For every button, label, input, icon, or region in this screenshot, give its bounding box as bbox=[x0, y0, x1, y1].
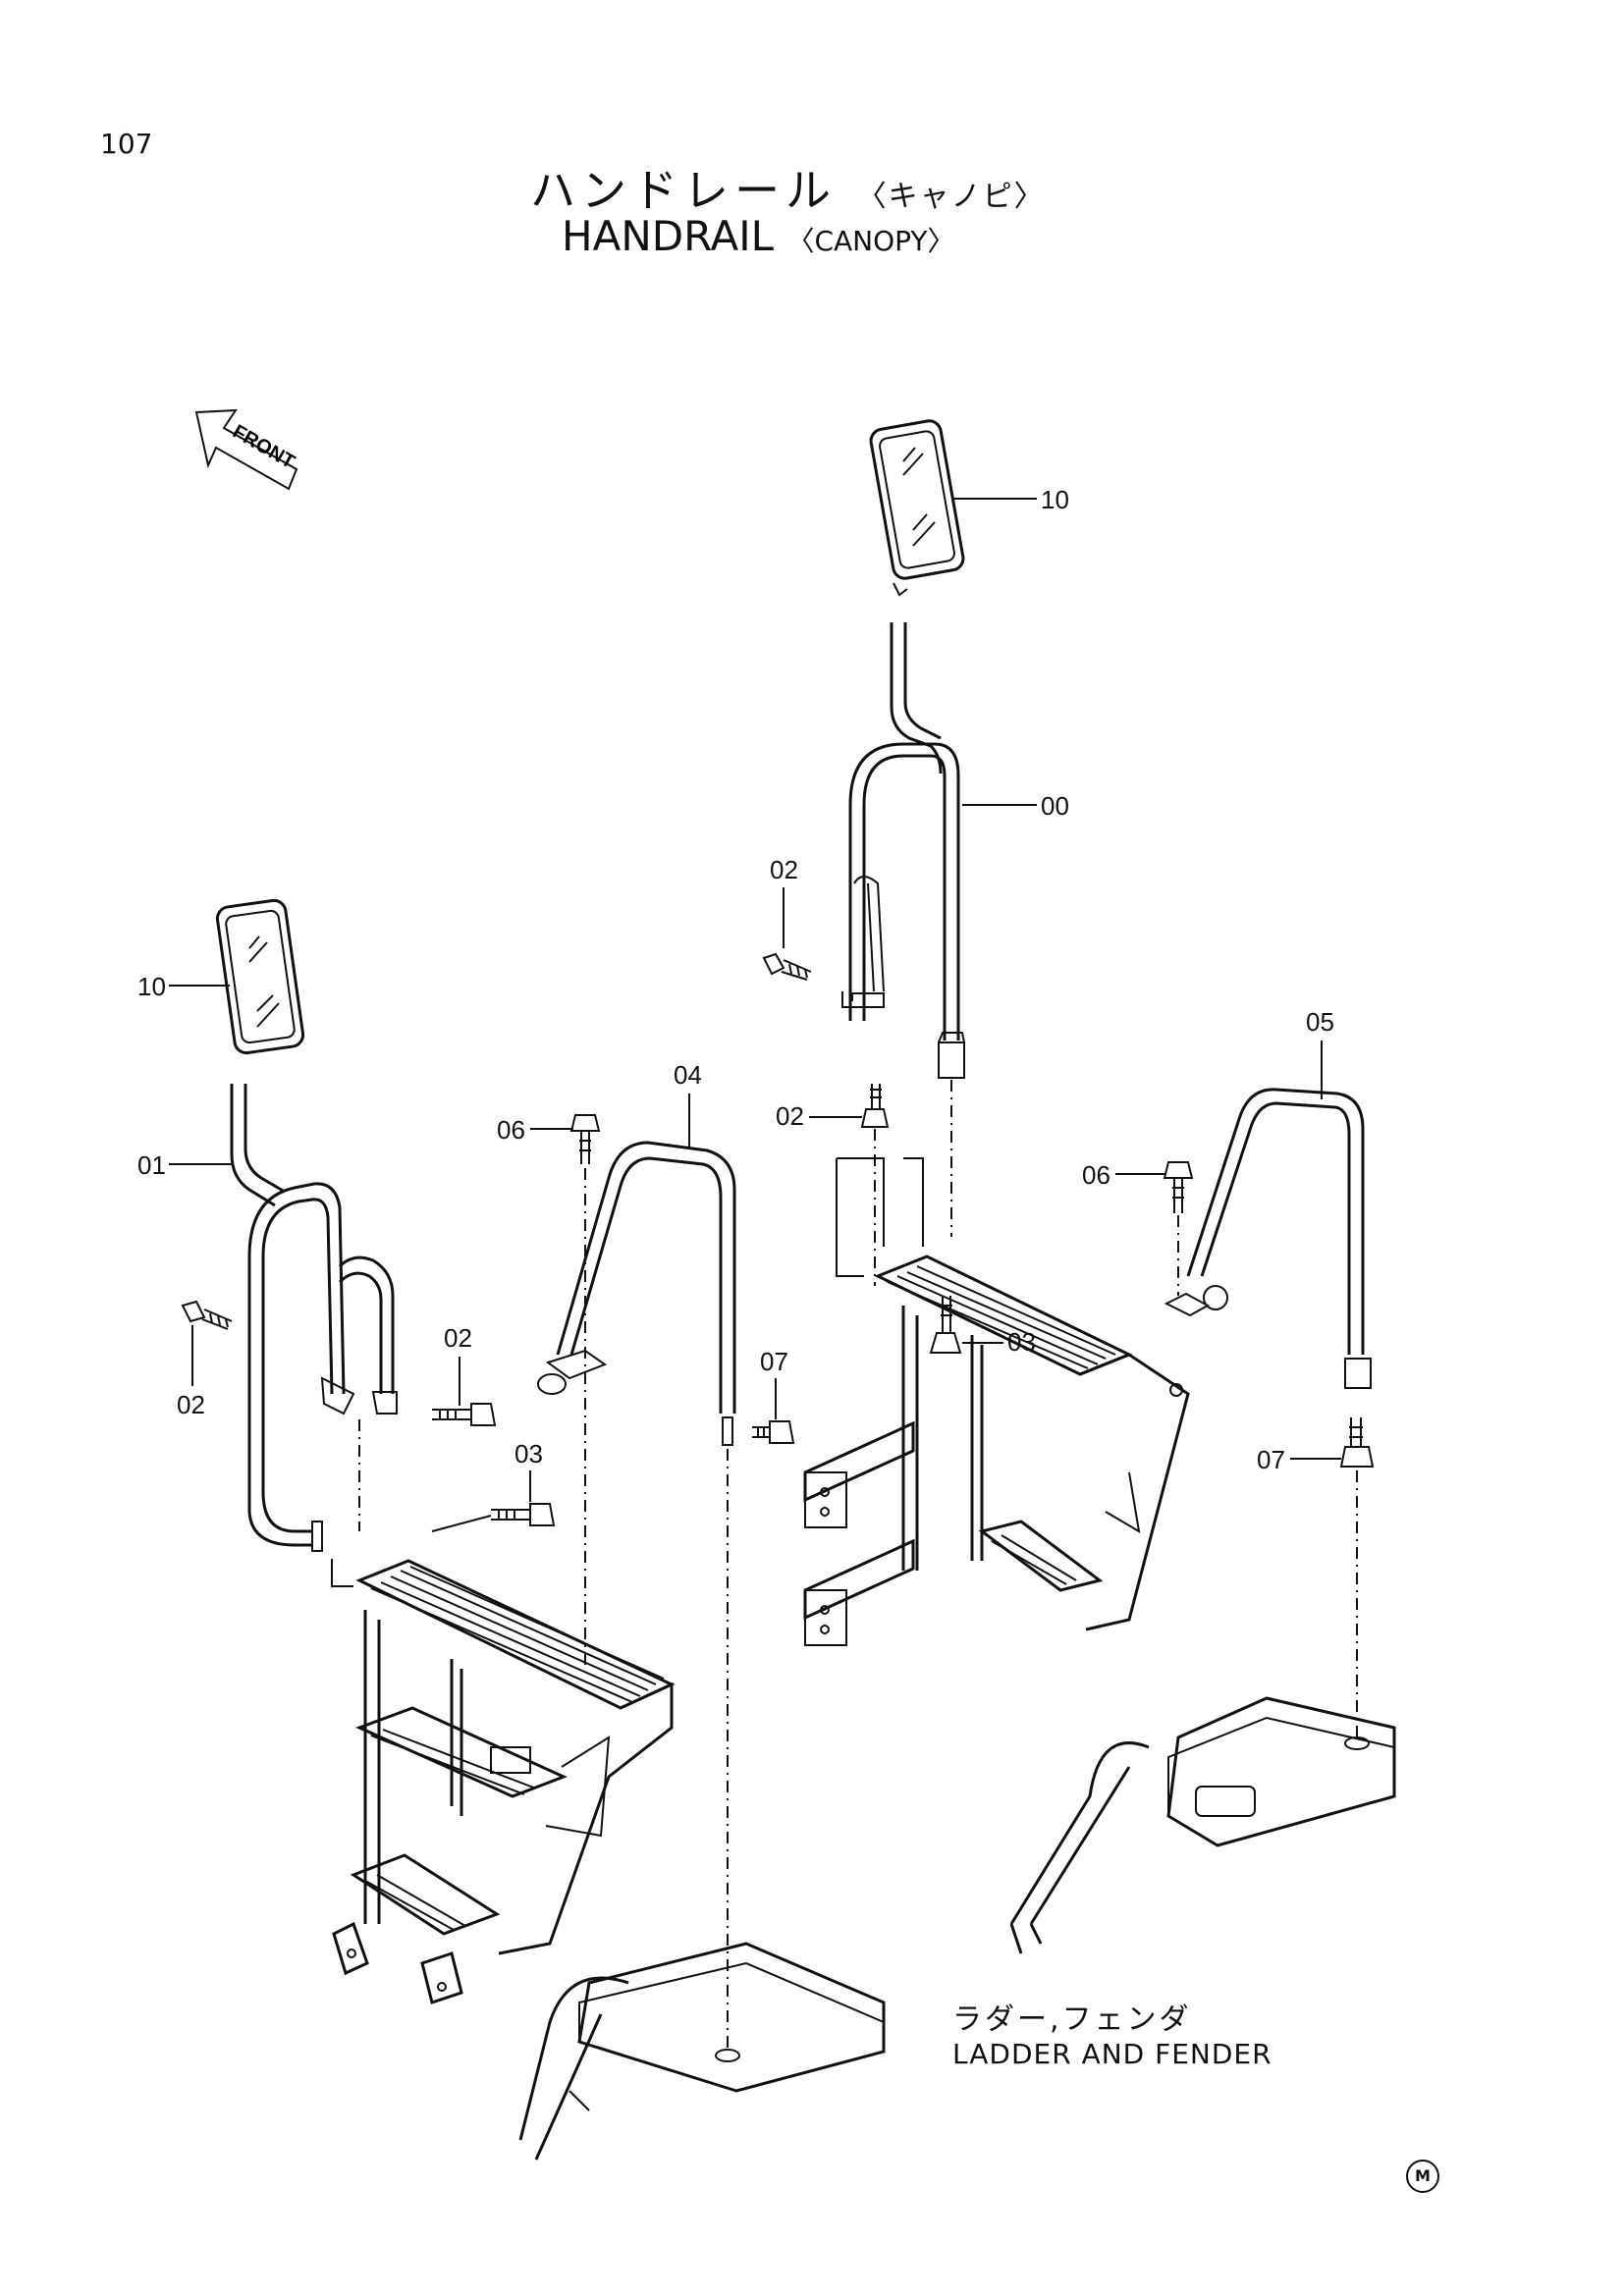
left-ladder bbox=[332, 1559, 676, 2004]
m-mark-icon: M bbox=[1406, 2160, 1439, 2193]
title-english-sub: 〈CANOPY〉 bbox=[786, 225, 955, 257]
left-bolt-02-left bbox=[181, 1300, 233, 1330]
left-fender bbox=[518, 1942, 886, 2161]
page-number: 107 bbox=[100, 128, 153, 160]
right-handrail-05 bbox=[1164, 1088, 1372, 1389]
right-bolt-06 bbox=[1163, 1161, 1194, 1213]
callout-04: 04 bbox=[674, 1060, 702, 1090]
title-japanese-sub: 〈キャノピ〉 bbox=[856, 180, 1046, 214]
front-label: FRONT bbox=[229, 421, 298, 473]
callout-03-right: 03 bbox=[1007, 1327, 1036, 1357]
callout-10-right: 10 bbox=[1041, 485, 1069, 514]
callout-07-left: 07 bbox=[760, 1347, 788, 1376]
title-japanese: ハンドレール 〈キャノピ〉 bbox=[530, 155, 1046, 220]
callout-02-mid: 02 bbox=[776, 1101, 804, 1131]
left-bolt-03 bbox=[491, 1503, 556, 1526]
callouts: 10 00 02 02 05 06 03 07 10 01 04 06 02 0… bbox=[137, 485, 1341, 1502]
right-bolt-07 bbox=[1339, 1417, 1375, 1468]
callout-02-center: 02 bbox=[444, 1323, 472, 1353]
right-fender bbox=[1009, 1696, 1396, 1954]
reference-english: LADDER AND FENDER bbox=[952, 2038, 1272, 2070]
callout-06-right: 06 bbox=[1082, 1160, 1110, 1190]
callout-02-top: 02 bbox=[770, 855, 798, 884]
callout-01: 01 bbox=[137, 1150, 166, 1180]
right-bolt-02-mid bbox=[860, 1084, 890, 1128]
callout-05: 05 bbox=[1306, 1007, 1334, 1037]
callout-00: 00 bbox=[1041, 791, 1069, 821]
callout-07-right: 07 bbox=[1257, 1445, 1285, 1474]
left-bolt-06 bbox=[569, 1114, 601, 1164]
left-bolt-07 bbox=[752, 1420, 795, 1444]
callout-03-left: 03 bbox=[514, 1439, 543, 1468]
callout-02-left: 02 bbox=[177, 1390, 205, 1419]
right-ladder bbox=[803, 1255, 1190, 1646]
right-mirror bbox=[869, 419, 965, 597]
right-handrail-00 bbox=[848, 622, 965, 1079]
front-arrow-icon: FRONT bbox=[194, 408, 298, 491]
callout-10-left: 10 bbox=[137, 972, 166, 1001]
left-handrail-04 bbox=[537, 1141, 736, 1446]
callout-06-left: 06 bbox=[497, 1115, 525, 1145]
right-bolt-03 bbox=[929, 1296, 962, 1354]
title-english-main: HANDRAIL bbox=[562, 212, 775, 260]
right-bolt-02-top bbox=[762, 952, 812, 981]
title-japanese-main: ハンドレール bbox=[530, 164, 837, 217]
title-english: HANDRAIL 〈CANOPY〉 bbox=[562, 212, 955, 260]
left-handrail-01 bbox=[230, 1084, 398, 1552]
left-bolt-02-center bbox=[432, 1403, 497, 1426]
reference-japanese: ラダー,フェンダ bbox=[952, 2002, 1192, 2037]
left-mirror bbox=[215, 898, 305, 1055]
